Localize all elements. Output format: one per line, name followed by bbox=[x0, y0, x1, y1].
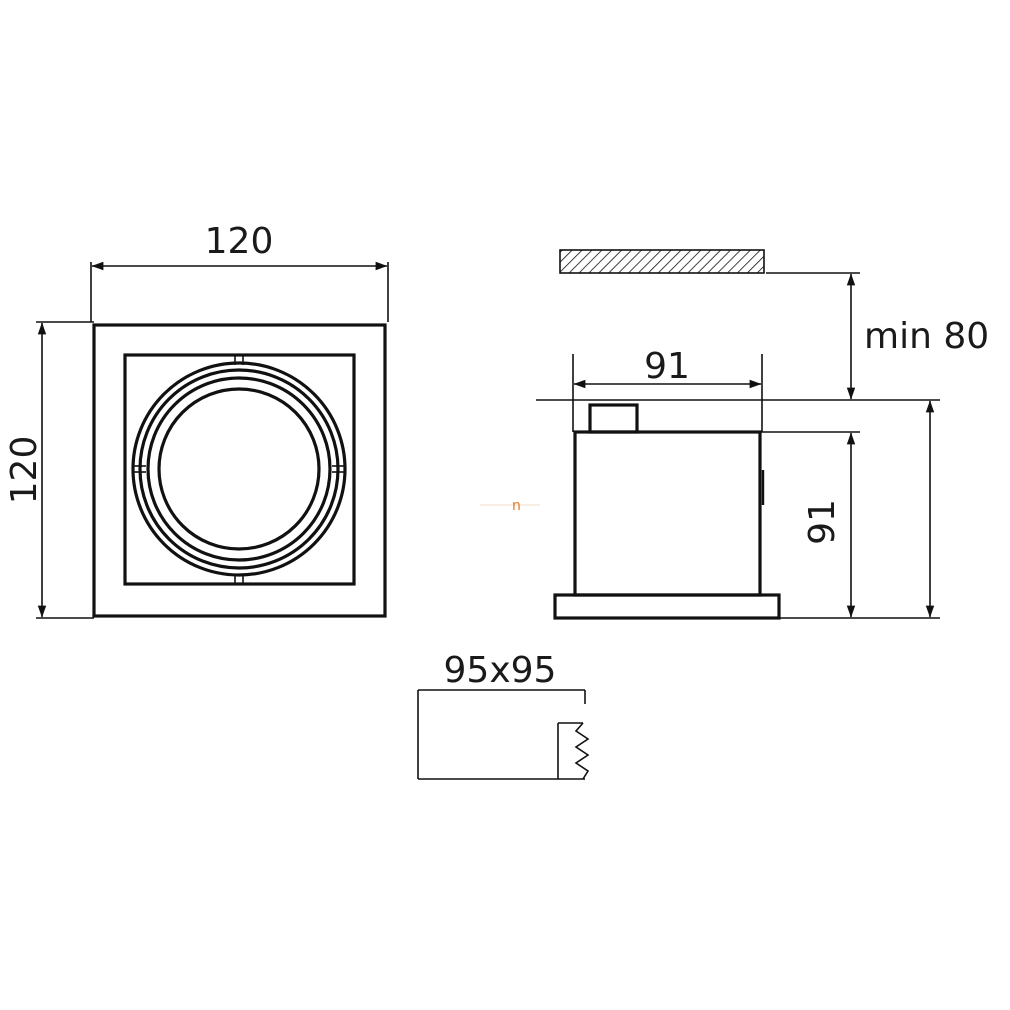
front-width-label: 120 bbox=[205, 221, 274, 262]
side-width-label: 91 bbox=[644, 346, 690, 387]
side-height-label: 91 bbox=[802, 499, 843, 545]
break-line bbox=[574, 722, 590, 780]
ceiling-hatch bbox=[559, 249, 765, 274]
housing-body bbox=[573, 430, 762, 597]
bottom-frame bbox=[553, 593, 781, 620]
side-view: min 80 91 91 n bbox=[480, 249, 989, 620]
side-width-dimension bbox=[572, 354, 763, 432]
clearance-label: min 80 bbox=[864, 316, 989, 357]
stray-mark: n bbox=[512, 498, 521, 514]
cutout-view: 95x95 bbox=[417, 650, 590, 780]
lamp-rings bbox=[131, 361, 347, 577]
cutout-label: 95x95 bbox=[444, 650, 557, 691]
outer-frame bbox=[92, 323, 387, 618]
front-height-label: 120 bbox=[4, 436, 45, 505]
front-height-dimension bbox=[36, 321, 94, 619]
terminal-block bbox=[588, 403, 639, 434]
front-view: 120 120 bbox=[4, 221, 389, 619]
front-width-dimension bbox=[90, 261, 389, 322]
inner-frame bbox=[123, 353, 356, 586]
ring-tabs bbox=[133, 355, 345, 584]
